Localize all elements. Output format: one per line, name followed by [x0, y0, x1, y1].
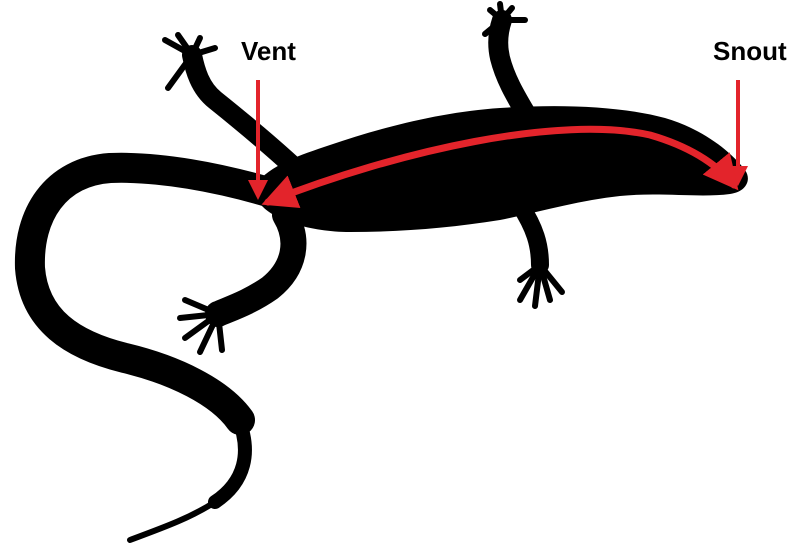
lizard-fore-leg-upper	[498, 20, 525, 112]
lizard-hind-leg-upper	[192, 55, 295, 168]
vent-label: Vent	[241, 38, 296, 64]
lizard-fore-leg-lower	[520, 205, 540, 265]
lizard-tail-end	[130, 502, 215, 540]
lizard-body	[255, 106, 748, 232]
lizard-hind-leg-lower	[218, 215, 293, 314]
snout-label: Snout	[713, 38, 787, 64]
lizard-silhouette	[30, 4, 748, 540]
